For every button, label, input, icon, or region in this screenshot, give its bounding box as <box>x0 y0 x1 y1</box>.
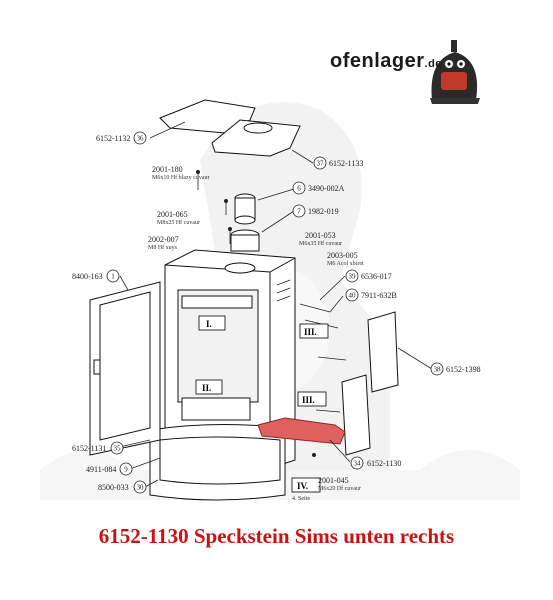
screw-label-2001-045: 2001-045 M6x20 Df cuvaur <box>318 476 361 492</box>
svg-text:M6x35 Hf cuvaur: M6x35 Hf cuvaur <box>299 240 342 247</box>
svg-text:35: 35 <box>114 445 122 453</box>
svg-text:1982-019: 1982-019 <box>308 207 339 216</box>
svg-text:III.: III. <box>302 395 315 405</box>
callout-30: 8500-033 30 <box>98 480 147 494</box>
svg-text:3490-002A: 3490-002A <box>308 184 345 193</box>
svg-text:M6 Acol xbiret: M6 Acol xbiret <box>327 261 364 267</box>
svg-text:6152-1132: 6152-1132 <box>96 134 130 143</box>
callout-9: 4911-084 9 <box>86 462 133 476</box>
logo-mascot-icon <box>430 40 480 104</box>
side-note: 4. Seite <box>292 496 310 502</box>
svg-text:6: 6 <box>297 185 301 193</box>
svg-text:6152-1133: 6152-1133 <box>329 159 363 168</box>
svg-text:6152-1398: 6152-1398 <box>446 365 481 374</box>
svg-text:I.: I. <box>206 319 212 329</box>
stove-body <box>149 249 296 501</box>
svg-text:II.: II. <box>202 383 211 393</box>
svg-text:2001-045: 2001-045 <box>318 476 349 485</box>
svg-text:2001-180: 2001-180 <box>152 165 183 174</box>
svg-text:40: 40 <box>349 292 357 300</box>
logo-tld: .de <box>424 58 442 70</box>
svg-text:2001-065: 2001-065 <box>157 210 188 219</box>
svg-text:8500-033: 8500-033 <box>98 483 129 492</box>
callout-40: 40 7911-632B <box>345 288 397 302</box>
screw-label-2001-053: 2001-053 M6x35 Hf cuvaur <box>299 231 342 247</box>
svg-text:6152-1131: 6152-1131 <box>72 444 106 453</box>
screws <box>196 170 347 457</box>
door-1 <box>89 281 161 456</box>
svg-text:9: 9 <box>124 466 128 474</box>
screw-label-2002-007: 2002-007 M8 Hf xuys <box>148 235 179 251</box>
svg-text:37: 37 <box>317 160 325 168</box>
svg-text:38: 38 <box>434 366 442 374</box>
highlighted-part-34 <box>257 417 346 445</box>
top-plate-37 <box>211 119 301 157</box>
svg-text:M6x20 Df cuvaur: M6x20 Df cuvaur <box>318 485 361 492</box>
callout-7: 7 1982-019 <box>292 204 339 218</box>
callout-36: 6152-1132 36 <box>96 131 147 145</box>
svg-text:M6x10 Hf blazy cuvaur: M6x10 Hf blazy cuvaur <box>152 174 209 181</box>
svg-text:6536-017: 6536-017 <box>361 272 392 281</box>
svg-text:34: 34 <box>354 460 362 468</box>
callout-38: 38 6152-1398 <box>430 362 481 376</box>
svg-text:2003-005: 2003-005 <box>327 251 358 260</box>
svg-text:8400-163: 8400-163 <box>72 272 103 281</box>
callout-35: 6152-1131 35 <box>72 441 124 455</box>
marker-IV: IV. <box>291 477 321 493</box>
callout-6: 6 3490-002A <box>292 181 345 195</box>
top-plate-36 <box>159 99 256 134</box>
svg-text:2001-053: 2001-053 <box>305 231 336 240</box>
svg-text:36: 36 <box>137 135 145 143</box>
callout-34: 34 6152-1130 <box>350 456 401 470</box>
screw-label-2003-005: 2003-005 M6 Acol xbiret <box>327 251 364 267</box>
svg-text:1: 1 <box>111 273 115 281</box>
svg-text:IV.: IV. <box>297 481 308 491</box>
svg-text:7911-632B: 7911-632B <box>361 291 397 300</box>
caption: 6152-1130 Speckstein Sims unten rechts <box>98 524 455 548</box>
svg-text:III.: III. <box>304 327 317 337</box>
svg-text:30: 30 <box>137 484 145 492</box>
logo: ofenlager.de <box>330 50 442 73</box>
callout-37: 37 6152-1133 <box>313 156 363 170</box>
svg-text:7: 7 <box>297 208 301 216</box>
flue-collar <box>230 193 260 252</box>
marker-I: I. <box>198 315 226 331</box>
svg-text:M8x25 Hf cuvaur: M8x25 Hf cuvaur <box>157 219 200 226</box>
marker-III-a: III. <box>299 323 329 339</box>
side-stone-38 <box>341 311 399 456</box>
svg-text:M8 Hf xuys: M8 Hf xuys <box>148 244 178 251</box>
screw-label-2001-065: 2001-065 M8x25 Hf cuvaur <box>157 210 200 226</box>
callout-39: 39 6536-017 <box>345 269 392 283</box>
marker-II: II. <box>195 379 223 395</box>
svg-text:4911-084: 4911-084 <box>86 465 116 474</box>
callout-1: 8400-163 1 <box>72 269 120 283</box>
logo-name: ofenlager <box>330 50 425 72</box>
marker-III-b: III. <box>297 391 327 407</box>
svg-text:2002-007: 2002-007 <box>148 235 179 244</box>
svg-text:6152-1130: 6152-1130 <box>367 459 401 468</box>
svg-text:39: 39 <box>349 273 357 281</box>
screw-label-2001-180: 2001-180 M6x10 Hf blazy cuvaur <box>152 165 209 181</box>
